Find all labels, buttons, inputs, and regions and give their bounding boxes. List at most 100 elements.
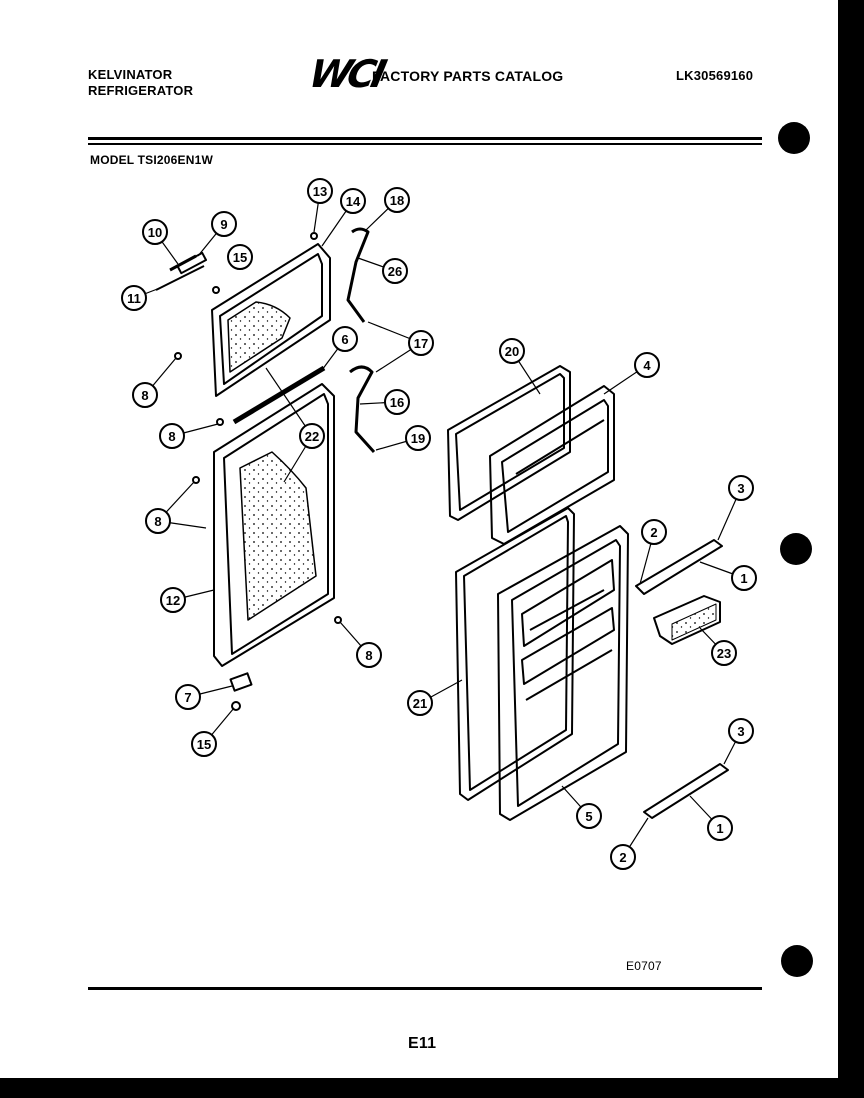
callout-c7: 7 [175,684,201,710]
callout-circle [299,423,325,449]
callout-circle [340,188,366,214]
callout-label: 13 [313,184,327,199]
model-label: MODEL TSI206EN1W [90,153,214,167]
callout-label: 2 [619,850,626,865]
brand-label: KELVINATOR REFRIGERATOR [88,67,194,98]
callout-label: 15 [197,737,211,752]
callout-label: 17 [414,336,428,351]
callout-c1a: 1 [731,565,757,591]
callout-label: 15 [233,250,247,265]
callout-c3a: 3 [728,475,754,501]
callout-circle [132,382,158,408]
callout-circle [384,389,410,415]
callout-c13: 13 [307,178,333,204]
callout-circle [731,565,757,591]
callout-label: 21 [413,696,427,711]
callout-circle [707,815,733,841]
callout-label: 6 [341,332,348,347]
doc-number: LK30569160 [676,68,754,83]
callout-c8c: 8 [145,508,171,534]
callout-circle [191,731,217,757]
callout-label: 18 [390,193,404,208]
callout-label: 20 [505,344,519,359]
binder-hole-middle [780,533,812,565]
callout-label: 5 [585,809,592,824]
callout-label: 8 [141,388,148,403]
callout-label: 4 [643,358,651,373]
callout-label: 9 [220,217,227,232]
callout-circle [711,640,737,666]
page-number: E11 [408,1035,437,1052]
callout-circle [356,642,382,668]
callout-circle [382,258,408,284]
callout-label: 7 [184,690,191,705]
parts-artwork [155,227,729,821]
callout-label: 23 [717,646,731,661]
callout-circle [408,330,434,356]
callout-label: 8 [168,429,175,444]
header-rule-thin [88,143,762,145]
freezer-door [211,243,331,397]
footer-rule [88,987,762,990]
callout-c23: 23 [711,640,737,666]
callout-circle [728,718,754,744]
callout-label: 8 [154,514,161,529]
callout-label: 8 [365,648,372,663]
callout-circle [405,425,431,451]
callout-c3b: 3 [728,718,754,744]
callout-circle [175,684,201,710]
callout-circle [121,285,147,311]
callout-c5: 5 [576,803,602,829]
callout-label: 22 [305,429,319,444]
callout-c18: 18 [384,187,410,213]
callout-c2b: 2 [610,844,636,870]
callout-c10a: 10 [142,219,168,245]
callout-label: 26 [388,264,402,279]
callout-circle [407,690,433,716]
callout-c14: 14 [340,188,366,214]
callout-c8a: 8 [132,382,158,408]
callout-label: 19 [411,431,425,446]
callout-c8d: 8 [356,642,382,668]
binder-hole-top [778,122,810,154]
callout-circle [307,178,333,204]
figure-code: E0707 [626,959,662,973]
callout-c1b: 1 [707,815,733,841]
callout-label: 12 [166,593,180,608]
callout-c17: 17 [408,330,434,356]
callout-c11: 11 [121,285,147,311]
callout-c12: 12 [160,587,186,613]
callout-c22: 22 [299,423,325,449]
callout-c21: 21 [407,690,433,716]
callout-c8b: 8 [159,423,185,449]
callout-circle [641,519,667,545]
fresh-food-door [213,383,335,667]
callout-c20: 20 [499,338,525,364]
callout-circle [159,423,185,449]
callout-circle [384,187,410,213]
callout-label: 3 [737,481,744,496]
callout-c16: 16 [384,389,410,415]
callout-label: 2 [650,525,657,540]
callout-circle [499,338,525,364]
callout-c6: 6 [332,326,358,352]
catalog-title: FACTORY PARTS CATALOG [372,68,564,84]
callout-label: 1 [716,821,723,836]
callout-circle [142,219,168,245]
callout-circle [576,803,602,829]
callout-label: 1 [740,571,747,586]
callout-circle [227,244,253,270]
callout-c2a: 2 [641,519,667,545]
catalog-page: KELVINATOR REFRIGERATOR WCI FACTORY PART… [0,0,838,1078]
callout-label: 14 [346,194,361,209]
callout-label: 3 [737,724,744,739]
callout-circle [211,211,237,237]
callout-c15b: 15 [191,731,217,757]
callout-c19: 19 [405,425,431,451]
callout-c26: 26 [382,258,408,284]
callout-c4: 4 [634,352,660,378]
callout-circle [145,508,171,534]
callout-circle [160,587,186,613]
callout-circle [610,844,636,870]
